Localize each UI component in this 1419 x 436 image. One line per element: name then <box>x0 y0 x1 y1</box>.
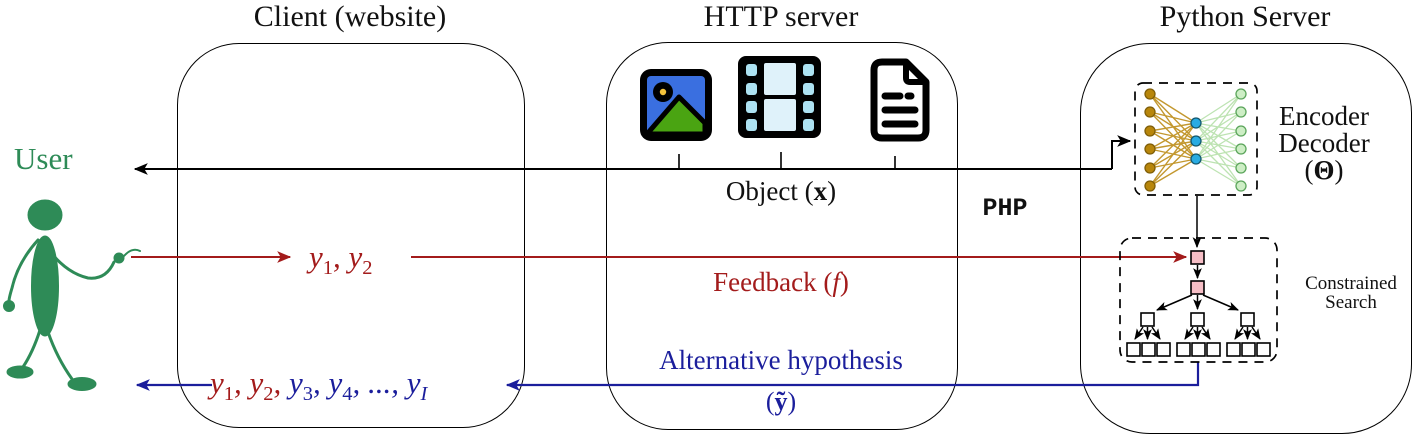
hypothesis-new-part: y3, y4, ..., yI <box>288 365 428 406</box>
icon-tick-lines <box>678 152 896 168</box>
client-box <box>177 43 525 428</box>
encoder-decoder-dashed-box <box>1134 82 1258 196</box>
search-node-pink <box>1190 250 1205 265</box>
alternative-hypothesis-label: Alternative hypothesis <box>659 345 903 375</box>
feedback-label: Feedback (f) <box>713 267 849 297</box>
constrained-search-label: Constrained Search <box>1305 273 1397 313</box>
python-server-title: Python Server <box>1159 0 1331 33</box>
hypothesis-tokens-label: y1, y2, y3, y4, ..., yI <box>210 365 428 406</box>
user-label: User <box>14 141 73 176</box>
php-label: PHP <box>982 194 1028 223</box>
film-icon <box>738 56 821 138</box>
document-icon <box>870 58 930 142</box>
object-variable: x <box>813 176 828 206</box>
hypothesis-variable: ỹ <box>774 387 788 416</box>
http-server-box <box>606 42 958 430</box>
user-figure <box>3 199 141 391</box>
python-server-box <box>1080 43 1412 434</box>
encoder-decoder-network <box>1134 82 1258 196</box>
feedback-tokens-label: y1, y2 <box>309 239 373 280</box>
encoder-decoder-label: Encoder Decoder (Θ) <box>1278 101 1370 185</box>
search-dashed-box <box>1119 237 1278 363</box>
constrained-search-tree <box>1119 237 1278 363</box>
client-title: Client (website) <box>253 0 447 33</box>
hypothesis-feedback-part: y1, y2, <box>210 365 289 406</box>
object-arrow <box>133 135 1132 175</box>
search-node-pink <box>1190 280 1205 295</box>
http-server-title: HTTP server <box>703 0 859 33</box>
object-label: Object (x) <box>725 176 837 206</box>
hypothesis-arrow <box>135 362 1200 391</box>
image-icon <box>640 69 712 141</box>
hypothesis-variable-label: (ỹ) <box>765 387 797 416</box>
feedback-variable: f <box>832 267 840 297</box>
theta-parameter: Θ <box>1313 155 1335 185</box>
